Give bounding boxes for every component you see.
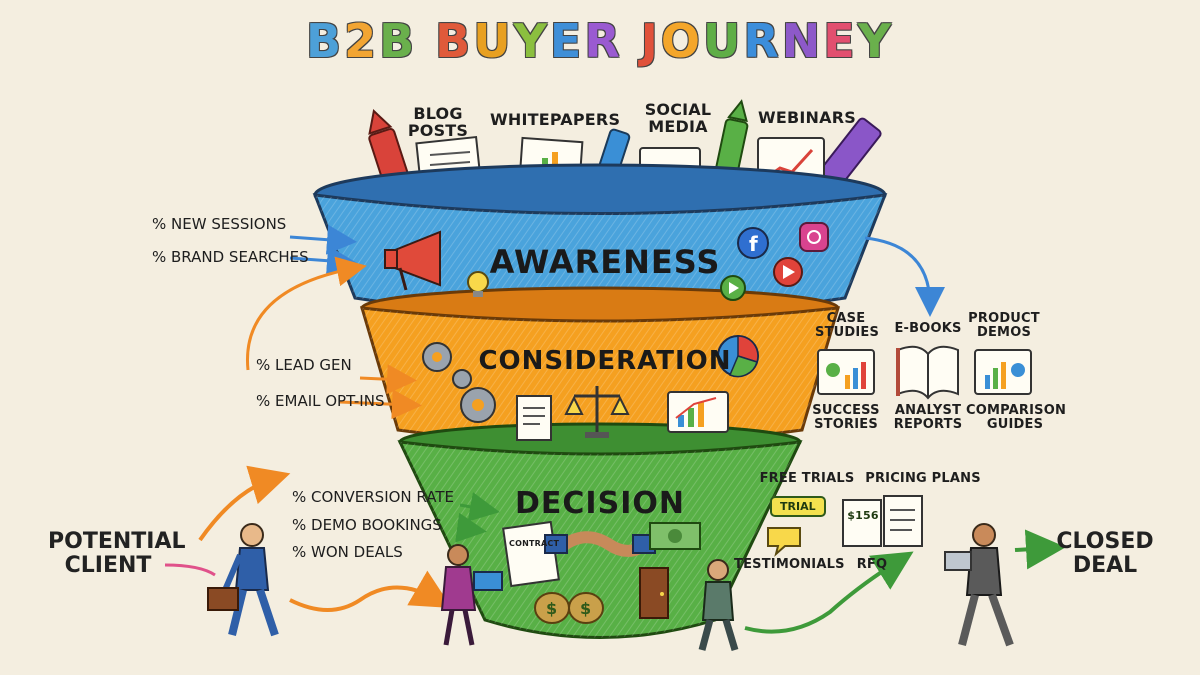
title-letter: J bbox=[640, 14, 661, 68]
briefcase-icon bbox=[207, 587, 239, 611]
comparison-guides-label: COMPARISON GUIDES bbox=[966, 403, 1067, 432]
title-letter: N bbox=[781, 14, 824, 68]
megaphone-icon bbox=[384, 230, 441, 291]
case-studies-label: CASE STUDIES bbox=[815, 311, 880, 340]
money-bag-icon: $ $ bbox=[534, 592, 604, 624]
metric-demo-bookings: % DEMO BOOKINGS bbox=[292, 516, 442, 534]
trial-chip: TRIAL bbox=[770, 496, 826, 517]
lightbulb-icon bbox=[467, 271, 489, 297]
svg-text:$: $ bbox=[546, 599, 557, 618]
product-demos-icon bbox=[974, 349, 1032, 395]
laptop-icon bbox=[944, 551, 972, 571]
page-title: B2B BUYER JOURNEY bbox=[0, 14, 1200, 68]
title-letter: R bbox=[743, 14, 782, 68]
youtube-icon bbox=[720, 257, 803, 301]
success-stories-label: SUCCESS STORIES bbox=[812, 403, 880, 432]
title-letter: R bbox=[584, 14, 623, 68]
e-books-label: E-BOOKS bbox=[894, 321, 962, 336]
pricing-plans-label: PRICING PLANS bbox=[865, 471, 981, 486]
metric-email-opt-ins: % EMAIL OPT-INS bbox=[256, 392, 385, 410]
book-icon bbox=[896, 345, 959, 400]
svg-text:$: $ bbox=[580, 599, 591, 618]
product-demos-label: PRODUCT DEMOS bbox=[968, 311, 1040, 340]
testimonials-label: TESTIMONIALS bbox=[734, 557, 845, 572]
title-letter: B bbox=[435, 14, 474, 68]
metric-lead-gen: % LEAD GEN bbox=[256, 356, 352, 374]
blog-posts-label: BLOG POSTS bbox=[407, 104, 469, 140]
potential-client-person bbox=[207, 523, 279, 637]
whitepapers-label: WHITEPAPERS bbox=[490, 110, 621, 129]
webinars-label: WEBINARS bbox=[758, 108, 856, 127]
businesswoman-person bbox=[440, 544, 503, 646]
laptop-icon bbox=[473, 571, 503, 591]
stage-decision: DECISION bbox=[515, 486, 685, 521]
pie-chart-icon bbox=[717, 335, 759, 378]
svg-text:f: f bbox=[749, 232, 758, 256]
monitor-chart-icon bbox=[667, 391, 729, 433]
scales-icon bbox=[564, 386, 630, 438]
contract-label: CONTRACT bbox=[509, 539, 560, 548]
document-icon bbox=[516, 395, 552, 441]
title-letter: O bbox=[660, 14, 703, 68]
case-studies-icon bbox=[817, 349, 875, 395]
door-icon bbox=[639, 567, 669, 619]
closed-deal-label: CLOSED DEAL bbox=[1056, 529, 1154, 579]
cash-icon bbox=[649, 522, 701, 550]
metric-new-sessions: % NEW SESSIONS bbox=[152, 215, 287, 233]
metric-arrows bbox=[164, 224, 1066, 634]
metric-conversion-rate: % CONVERSION RATE bbox=[292, 488, 454, 506]
title-letter: U bbox=[473, 14, 514, 68]
title-letter: 2 bbox=[344, 14, 380, 68]
social-media-label: SOCIAL MEDIA bbox=[644, 100, 712, 136]
title-letter: Y bbox=[513, 14, 550, 68]
metric-brand-searches: % BRAND SEARCHES bbox=[152, 248, 309, 266]
title-letter: U bbox=[702, 14, 744, 68]
rfq-label: RFQ bbox=[856, 557, 888, 572]
title-letter: B bbox=[306, 14, 345, 68]
potential-client-label: POTENTIAL CLIENT bbox=[48, 529, 186, 579]
stage-awareness: AWARENESS bbox=[489, 243, 721, 281]
facebook-icon: f bbox=[737, 227, 769, 259]
closing-man-person bbox=[944, 523, 1014, 647]
analyst-reports-label: ANALYST REPORTS bbox=[893, 403, 963, 432]
walking-man-person bbox=[698, 559, 739, 652]
title-letter: Y bbox=[857, 14, 894, 68]
title-letter: E bbox=[549, 14, 585, 68]
title-letter: E bbox=[823, 14, 858, 68]
instagram-icon bbox=[799, 222, 829, 252]
free-trials-label: FREE TRIALS bbox=[759, 471, 855, 486]
stage-consideration: CONSIDERATION bbox=[478, 346, 732, 376]
price-tag: $156 bbox=[847, 509, 879, 522]
pricing-plans-icon bbox=[842, 495, 923, 547]
gear-icon bbox=[422, 342, 496, 423]
testimonials-icon bbox=[767, 527, 801, 557]
title-letter: B bbox=[379, 14, 418, 68]
metric-won-deals: % WON DEALS bbox=[292, 543, 403, 561]
